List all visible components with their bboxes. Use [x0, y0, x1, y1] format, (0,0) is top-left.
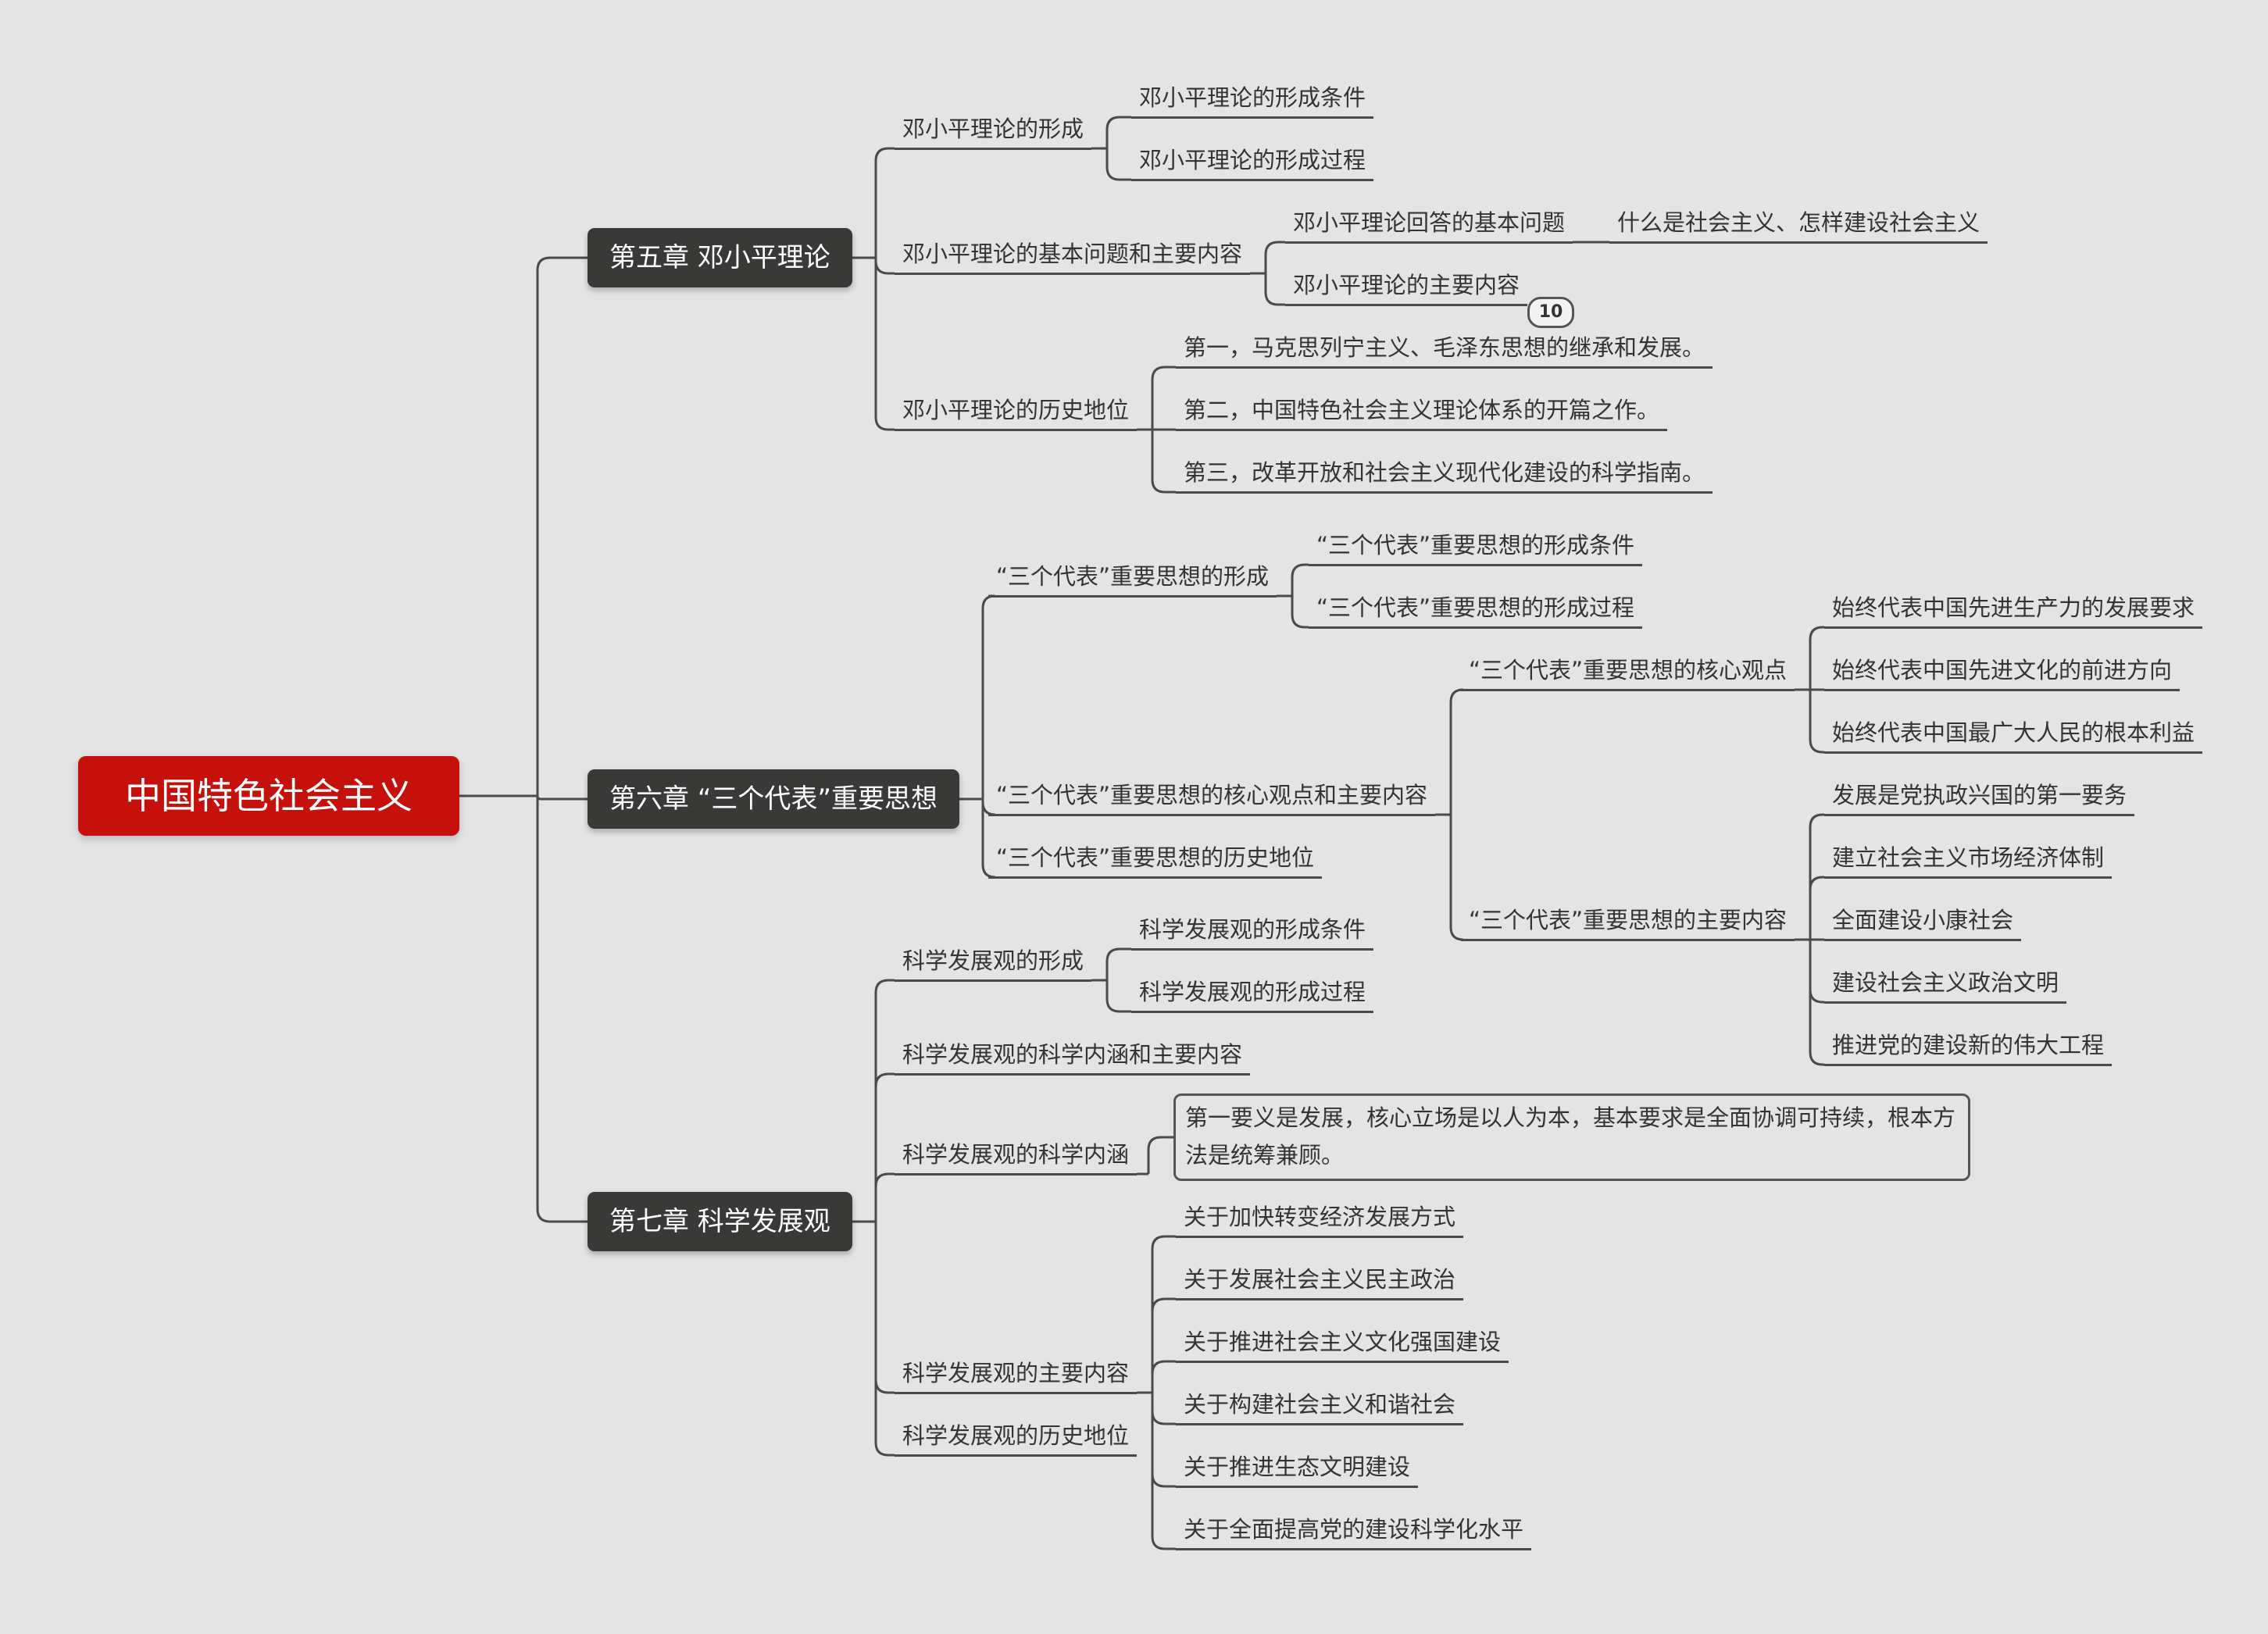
chapter-7-topic[interactable]: 第七章 科学发展观 [588, 1192, 852, 1251]
ch6-formation-process[interactable]: “三个代表”重要思想的形成过程 [1309, 592, 1643, 629]
connector-line [874, 979, 895, 1222]
connector-line [1151, 1360, 1176, 1393]
connector-line [1151, 366, 1176, 430]
ch6-main-contents[interactable]: “三个代表”重要思想的主要内容 [1461, 904, 1795, 941]
connector-line [1151, 1235, 1176, 1393]
connector-line [1264, 241, 1285, 273]
root-topic[interactable]: 中国特色社会主义 [78, 756, 459, 836]
ch6-contents-item[interactable]: 建设社会主义政治文明 [1824, 967, 2067, 1004]
connector-line [1809, 940, 1824, 1066]
ch7-contents-item[interactable]: 关于全面提高党的建设科学化水平 [1176, 1514, 1532, 1550]
connector-line [1151, 430, 1176, 494]
connector-line [1809, 690, 1824, 754]
ch7-contents-item[interactable]: 关于构建社会主义和谐社会 [1176, 1389, 1464, 1425]
connector-line [1151, 1297, 1176, 1393]
ch6-formation[interactable]: “三个代表”重要思想的形成 [988, 561, 1277, 598]
ch7-connotation[interactable]: 科学发展观的科学内涵 [895, 1139, 1138, 1176]
connector-line [1151, 1393, 1176, 1425]
ch7-formation[interactable]: 科学发展观的形成 [895, 945, 1092, 982]
connector-line [981, 594, 996, 799]
connector-line [874, 147, 895, 258]
connector-line [1151, 1393, 1176, 1550]
connector-line [1809, 876, 1824, 940]
ch7-formation-process[interactable]: 科学发展观的形成过程 [1131, 976, 1374, 1013]
ch5-formation-process[interactable]: 邓小平理论的形成过程 [1131, 144, 1374, 181]
ch7-main-contents[interactable]: 科学发展观的主要内容 [895, 1358, 1138, 1394]
connector-line [874, 1222, 895, 1394]
connector-line [1105, 980, 1131, 1013]
connector-line [1809, 940, 1824, 1004]
connector-line [874, 258, 895, 275]
ch6-contents-item[interactable]: 全面建设小康社会 [1824, 904, 2022, 941]
ch6-contents-item[interactable]: 建立社会主义市场经济体制 [1824, 842, 2113, 879]
connector-line [874, 258, 895, 431]
connector-line [1809, 626, 1824, 690]
ch6-contents-item[interactable]: 发展是党执政兴国的第一要务 [1824, 780, 2135, 816]
chapter-5-topic[interactable]: 第五章 邓小平理论 [588, 228, 852, 287]
connector-line [874, 1072, 895, 1222]
ch5-basic-question[interactable]: 邓小平理论回答的基本问题 [1285, 207, 1573, 244]
connector-line [1105, 116, 1131, 148]
ch5-status-item[interactable]: 第三，改革开放和社会主义现代化建设的科学指南。 [1176, 457, 1713, 494]
connector-line [536, 795, 588, 801]
ch5-status-item[interactable]: 第二，中国特色社会主义理论体系的开篇之作。 [1176, 394, 1668, 431]
ch5-main-contents[interactable]: 邓小平理论的主要内容 [1285, 269, 1528, 306]
connector-line [1291, 596, 1309, 629]
ch6-contents-item[interactable]: 推进党的建设新的伟大工程 [1824, 1029, 2113, 1066]
ch7-contents-item[interactable]: 关于推进生态文明建设 [1176, 1451, 1419, 1488]
ch7-formation-conditions[interactable]: 科学发展观的形成条件 [1131, 914, 1374, 951]
collapsed-count-badge[interactable]: 10 [1527, 297, 1574, 328]
connector-line [874, 1172, 895, 1222]
ch5-formation-conditions[interactable]: 邓小平理论的形成条件 [1131, 82, 1374, 119]
connector-line [536, 256, 588, 796]
ch6-formation-conditions[interactable]: “三个代表”重要思想的形成条件 [1309, 530, 1643, 566]
ch7-connotation-and-contents[interactable]: 科学发展观的科学内涵和主要内容 [895, 1039, 1251, 1076]
ch6-viewpoint-item[interactable]: 始终代表中国先进生产力的发展要求 [1824, 592, 2203, 629]
connector-line [1809, 813, 1824, 940]
connector-line [874, 1222, 895, 1457]
ch7-contents-item[interactable]: 关于推进社会主义文化强国建设 [1176, 1326, 1509, 1363]
ch5-historical-status[interactable]: 邓小平理论的历史地位 [895, 394, 1138, 431]
connector-line [1291, 563, 1309, 596]
ch6-viewpoint-item[interactable]: 始终代表中国先进文化的前进方向 [1824, 655, 2180, 691]
connector-line [1449, 688, 1464, 815]
ch5-formation[interactable]: 邓小平理论的形成 [895, 113, 1092, 150]
ch6-viewpoint-item[interactable]: 始终代表中国最广大人民的根本利益 [1824, 717, 2203, 754]
connector-line [1105, 947, 1131, 980]
connector-line [1147, 1136, 1173, 1174]
ch7-historical-status[interactable]: 科学发展观的历史地位 [895, 1420, 1138, 1457]
ch7-contents-item[interactable]: 关于发展社会主义民主政治 [1176, 1264, 1464, 1300]
connector-line [1151, 1393, 1176, 1488]
ch5-basic-issues[interactable]: 邓小平理论的基本问题和主要内容 [895, 238, 1251, 275]
connector-line [1105, 148, 1131, 181]
ch6-historical-status[interactable]: “三个代表”重要思想的历史地位 [988, 842, 1323, 879]
ch5-basic-answer[interactable]: 什么是社会主义、怎样建设社会主义 [1609, 207, 1988, 244]
ch7-contents-item[interactable]: 关于加快转变经济发展方式 [1176, 1201, 1464, 1238]
ch6-core-and-contents[interactable]: “三个代表”重要思想的核心观点和主要内容 [988, 780, 1436, 816]
ch6-core-viewpoint[interactable]: “三个代表”重要思想的核心观点 [1461, 655, 1795, 691]
ch7-connotation-summary-box[interactable]: 第一要义是发展，核心立场是以人为本，基本要求是全面协调可持续，根本方法是统筹兼顾… [1173, 1093, 1970, 1181]
connector-line [536, 796, 588, 1223]
ch5-status-item[interactable]: 第一，马克思列宁主义、毛泽东思想的继承和发展。 [1176, 332, 1713, 369]
connector-line [1264, 273, 1285, 306]
chapter-6-topic[interactable]: 第六章 “三个代表”重要思想 [588, 769, 960, 829]
